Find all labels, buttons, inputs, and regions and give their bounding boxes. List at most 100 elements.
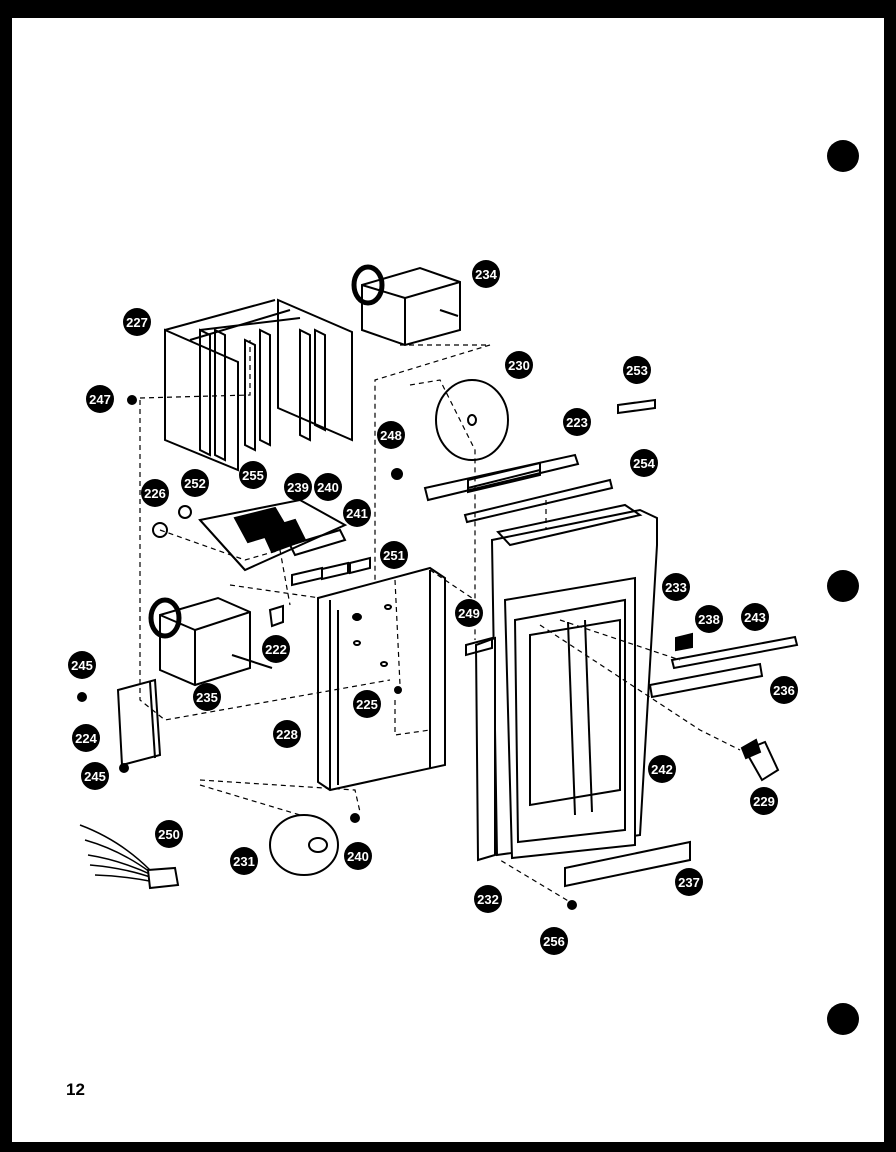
- callout-225: 225: [353, 690, 381, 718]
- part-251-part: [353, 613, 361, 621]
- part-245-screw-lower: [119, 763, 129, 773]
- part-225-part: [394, 686, 402, 694]
- part-231-dial: [269, 814, 339, 876]
- part-234-transformer: [351, 264, 461, 347]
- callout-233: 233: [662, 573, 690, 601]
- part-253-strip: [617, 398, 656, 415]
- svg-text:229: 229: [753, 794, 775, 809]
- part-248-screw: [391, 468, 403, 480]
- svg-text:226: 226: [144, 486, 166, 501]
- svg-text:232: 232: [477, 892, 499, 907]
- part-230-dial: [435, 379, 509, 461]
- svg-text:234: 234: [475, 267, 497, 282]
- page-number: 12: [66, 1080, 85, 1099]
- svg-text:243: 243: [744, 610, 766, 625]
- svg-text:231: 231: [233, 854, 255, 869]
- callout-249: 249: [455, 599, 483, 627]
- part-233-door-frame: [490, 503, 658, 860]
- svg-text:240: 240: [347, 849, 369, 864]
- callout-230: 230: [505, 351, 533, 379]
- part-256-screw: [567, 900, 577, 910]
- callout-241: 241: [343, 499, 371, 527]
- binder-hole-bottom: [827, 1003, 859, 1035]
- callout-229: 229: [750, 787, 778, 815]
- svg-text:230: 230: [508, 358, 530, 373]
- svg-text:238: 238: [698, 612, 720, 627]
- part-254-channel: [463, 478, 614, 524]
- callout-250: 250: [155, 820, 183, 848]
- callout-245-upper: 245: [68, 651, 96, 679]
- svg-text:252: 252: [184, 476, 206, 491]
- svg-text:237: 237: [678, 875, 700, 890]
- svg-text:247: 247: [89, 392, 111, 407]
- svg-text:236: 236: [773, 683, 795, 698]
- callout-255: 255: [239, 461, 267, 489]
- svg-text:239: 239: [287, 480, 309, 495]
- part-242-glass: [529, 618, 621, 807]
- callout-228: 228: [273, 720, 301, 748]
- part-240-switch: [321, 561, 349, 581]
- callout-235: 235: [193, 683, 221, 711]
- svg-text:235: 235: [196, 690, 218, 705]
- svg-text:223: 223: [566, 415, 588, 430]
- part-235-transformer: [148, 596, 273, 687]
- callout-252: 252: [181, 469, 209, 497]
- callout-240-lower: 240: [344, 842, 372, 870]
- part-250-wire-harness: [79, 824, 180, 890]
- svg-text:256: 256: [543, 934, 565, 949]
- callout-223: 223: [563, 408, 591, 436]
- svg-text:249: 249: [458, 606, 480, 621]
- part-227-heat-sink: [164, 298, 353, 472]
- callout-232: 232: [474, 885, 502, 913]
- part-222-clip: [268, 604, 284, 628]
- callout-247: 247: [86, 385, 114, 413]
- svg-text:248: 248: [380, 428, 402, 443]
- callout-254: 254: [630, 449, 658, 477]
- part-237-strip: [564, 840, 691, 888]
- callout-256: 256: [540, 927, 568, 955]
- callout-248: 248: [377, 421, 405, 449]
- part-255-control-board: [198, 498, 348, 572]
- part-247-screw: [127, 395, 137, 405]
- svg-text:227: 227: [126, 315, 148, 330]
- svg-text:228: 228: [276, 727, 298, 742]
- callout-bubbles: 227 234 230 253 247 248 223 254 226 252 …: [68, 260, 798, 955]
- assembly-guide-lines: [139, 340, 741, 906]
- part-245-screw-upper: [77, 692, 87, 702]
- callout-226: 226: [141, 479, 169, 507]
- part-238-block: [675, 632, 693, 652]
- svg-text:255: 255: [242, 468, 264, 483]
- svg-text:240: 240: [317, 480, 339, 495]
- svg-text:250: 250: [158, 827, 180, 842]
- callout-245-lower: 245: [81, 762, 109, 790]
- callout-243: 243: [741, 603, 769, 631]
- part-223-bracket: [423, 453, 580, 502]
- svg-text:253: 253: [626, 363, 648, 378]
- svg-text:222: 222: [265, 642, 287, 657]
- callout-231: 231: [230, 847, 258, 875]
- part-224-plate: [116, 678, 162, 767]
- parts-diagram-sheet: [12, 18, 884, 1142]
- part-239-switch: [291, 566, 323, 587]
- part-229-lamp: [740, 738, 780, 782]
- callout-224: 224: [72, 724, 100, 752]
- part-241-switch: [349, 556, 371, 575]
- svg-text:241: 241: [346, 506, 368, 521]
- binder-hole-top: [827, 140, 859, 172]
- svg-text:242: 242: [651, 762, 673, 777]
- callout-222: 222: [262, 635, 290, 663]
- callout-234: 234: [472, 260, 500, 288]
- svg-text:224: 224: [75, 731, 97, 746]
- part-252-connector: [178, 505, 192, 519]
- part-236-strip: [648, 662, 764, 699]
- part-228-side-panel: [317, 566, 446, 792]
- callout-240-upper: 240: [314, 473, 342, 501]
- svg-text:245: 245: [71, 658, 93, 673]
- callout-239: 239: [284, 473, 312, 501]
- part-243-strip: [670, 635, 799, 670]
- svg-text:254: 254: [633, 456, 655, 471]
- svg-text:245: 245: [84, 769, 106, 784]
- callout-238: 238: [695, 605, 723, 633]
- callout-227: 227: [123, 308, 151, 336]
